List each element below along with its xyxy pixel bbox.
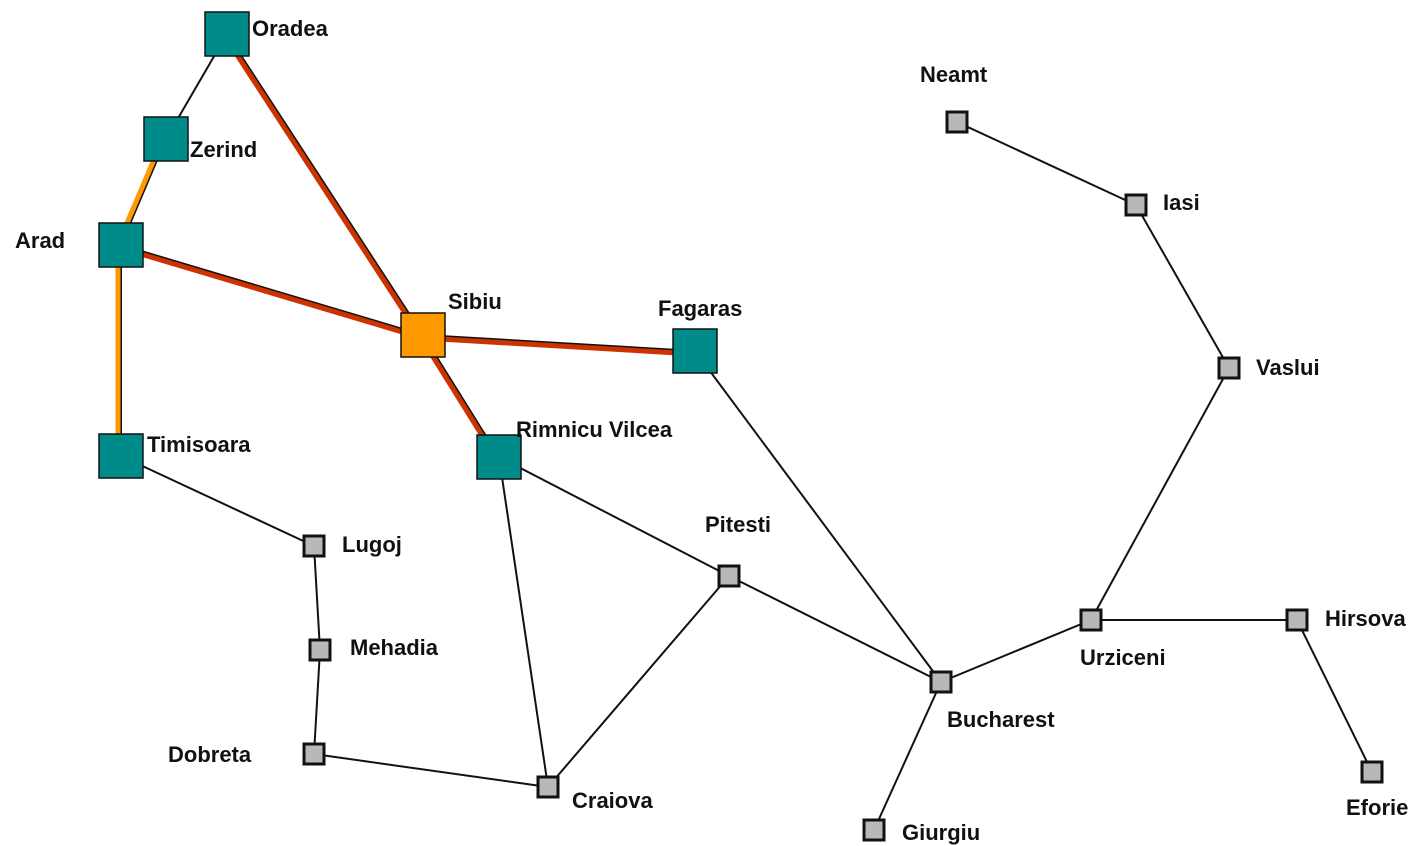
road-lugoj-mehadia [313, 545, 321, 651]
road-vaslui-iasi [1135, 204, 1230, 369]
road-fagaras-bucharest [694, 350, 942, 683]
road-mehadia-dobreta [313, 649, 321, 755]
road-iasi-neamt [956, 121, 1137, 206]
city-label-zerind: Zerind [190, 137, 257, 162]
city-node-rimnicu [476, 434, 522, 480]
city-label-bucharest: Bucharest [947, 707, 1055, 732]
road-dobreta-craiova [313, 753, 549, 788]
city-label-iasi: Iasi [1163, 190, 1200, 215]
road-bucharest-urziceni [940, 619, 1092, 683]
city-node-craiova [536, 775, 560, 799]
city-label-arad: Arad [15, 228, 65, 253]
road-pitesti-bucharest [728, 575, 942, 683]
city-label-craiova: Craiova [572, 788, 653, 813]
city-label-mehadia: Mehadia [350, 635, 439, 660]
city-label-neamt: Neamt [920, 62, 988, 87]
city-node-arad [98, 222, 144, 268]
city-node-iasi [1124, 193, 1148, 217]
city-label-giurgiu: Giurgiu [902, 820, 980, 845]
search-path-sibiu-fagaras [420, 335, 698, 357]
road-sibiu-fagaras [422, 334, 696, 352]
road-urziceni-vaslui [1090, 367, 1230, 621]
road-craiova-pitesti [547, 575, 730, 788]
city-node-zerind [143, 116, 189, 162]
nodes-layer [98, 11, 1384, 842]
city-label-rimnicu: Rimnicu Vilcea [516, 417, 673, 442]
city-node-timisoara [98, 433, 144, 479]
city-node-sibiu [400, 312, 446, 358]
road-hirsova-eforie [1296, 619, 1373, 773]
road-arad-sibiu [120, 244, 424, 336]
city-label-vaslui: Vaslui [1256, 355, 1320, 380]
city-label-timisoara: Timisoara [147, 432, 251, 457]
city-label-urziceni: Urziceni [1080, 645, 1166, 670]
city-node-urziceni [1079, 608, 1103, 632]
city-node-oradea [204, 11, 250, 57]
city-node-vaslui [1217, 356, 1241, 380]
city-node-bucharest [929, 670, 953, 694]
city-node-hirsova [1285, 608, 1309, 632]
city-node-pitesti [717, 564, 741, 588]
search-path-oradea-sibiu [221, 33, 423, 340]
city-label-dobreta: Dobreta [168, 742, 252, 767]
city-node-neamt [945, 110, 969, 134]
city-node-fagaras [672, 328, 718, 374]
city-label-oradea: Oradea [252, 16, 329, 41]
highlight-layer [115, 33, 698, 462]
roads-layer [120, 33, 1373, 831]
road-rimnicu-craiova [498, 456, 549, 788]
city-label-hirsova: Hirsova [1325, 606, 1406, 631]
road-bucharest-giurgiu [873, 681, 942, 831]
city-node-eforie [1360, 760, 1384, 784]
city-label-fagaras: Fagaras [658, 296, 742, 321]
city-node-giurgiu [862, 818, 886, 842]
city-node-dobreta [302, 742, 326, 766]
city-label-eforie: Eforie [1346, 795, 1408, 820]
road-timisoara-lugoj [120, 455, 315, 547]
road-oradea-sibiu [226, 33, 424, 336]
search-path-arad-sibiu [117, 245, 425, 341]
city-label-lugoj: Lugoj [342, 532, 402, 557]
city-label-pitesti: Pitesti [705, 512, 771, 537]
city-node-lugoj [302, 534, 326, 558]
city-node-mehadia [308, 638, 332, 662]
road-rimnicu-pitesti [498, 456, 730, 577]
city-label-sibiu: Sibiu [448, 289, 502, 314]
